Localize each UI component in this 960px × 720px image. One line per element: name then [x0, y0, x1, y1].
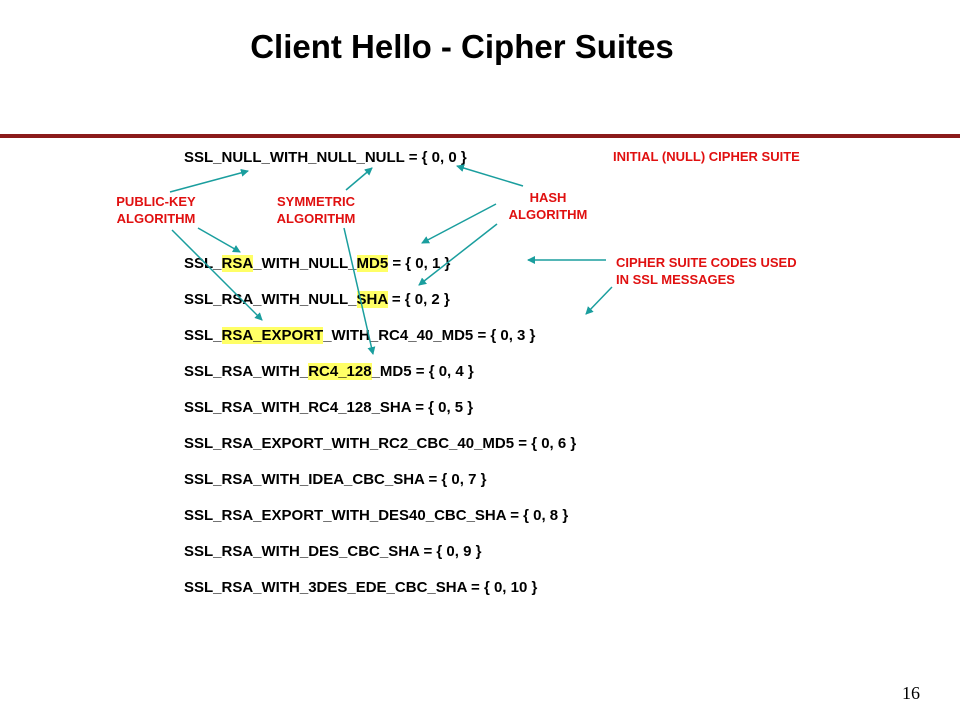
- suite-row: SSL_RSA_WITH_DES_CBC_SHA = { 0, 9 }: [184, 543, 482, 560]
- hash-label: HASH ALGORITHM: [488, 189, 608, 223]
- suite-row: SSL_RSA_WITH_RC4_128_MD5 = { 0, 4 }: [184, 363, 474, 381]
- arrow-hash-to-md5: [421, 203, 497, 244]
- arrow-symmetric-to-null: [345, 167, 373, 191]
- label-line: IN SSL MESSAGES: [616, 272, 735, 287]
- suite-name: SSL_NULL_WITH_NULL_NULL: [184, 149, 405, 166]
- suite-code: = { 0, 2 }: [387, 291, 450, 308]
- label-line: CIPHER SUITE CODES USED: [616, 255, 797, 270]
- public-key-label: PUBLIC-KEY ALGORITHM: [96, 193, 216, 227]
- suite-part: _MD5 = { 0, 4 }: [371, 363, 474, 380]
- suite-part: _WITH_RC4_40_MD5 = { 0, 3 }: [323, 327, 536, 344]
- suite-part: SSL_RSA_WITH_: [184, 363, 309, 380]
- initial-null-label: INITIAL (NULL) CIPHER SUITE: [613, 149, 800, 164]
- suite-code: = { 0, 1 }: [388, 255, 451, 272]
- label-line: ALGORITHM: [116, 211, 196, 226]
- highlight-md5: MD5: [356, 255, 389, 272]
- label-line: PUBLIC-KEY: [116, 194, 196, 209]
- suite-row: SSL_RSA_EXPORT_WITH_RC4_40_MD5 = { 0, 3 …: [184, 327, 535, 345]
- codes-label: CIPHER SUITE CODES USED IN SSL MESSAGES: [616, 254, 797, 288]
- arrow-codes-to-02: [585, 286, 613, 315]
- suite-code: = { 0, 0 }: [404, 149, 467, 166]
- suite-part: SSL_RSA_WITH_NULL_: [184, 291, 357, 308]
- suite-row: SSL_RSA_EXPORT_WITH_RC2_CBC_40_MD5 = { 0…: [184, 435, 577, 452]
- suite-part: SSL_: [184, 327, 222, 344]
- symmetric-label: SYMMETRIC ALGORITHM: [256, 193, 376, 227]
- page-number: 16: [902, 683, 920, 703]
- suite-row: SSL_RSA_WITH_3DES_EDE_CBC_SHA = { 0, 10 …: [184, 579, 538, 596]
- suite-row: SSL_RSA_WITH_NULL_SHA = { 0, 2 }: [184, 291, 450, 309]
- highlight-rsa: RSA: [221, 255, 254, 272]
- label-line: ALGORITHM: [276, 211, 356, 226]
- suite-part: SSL_: [184, 255, 222, 272]
- suite-row: SSL_RSA_WITH_RC4_128_SHA = { 0, 5 }: [184, 399, 474, 416]
- label-line: SYMMETRIC: [277, 194, 355, 209]
- highlight-rc4-128: RC4_128: [308, 363, 372, 380]
- title-divider: [0, 134, 960, 138]
- highlight-sha: SHA: [356, 291, 388, 308]
- arrow-pubkey-to-rsa: [197, 227, 241, 253]
- suite-row: SSL_RSA_EXPORT_WITH_DES40_CBC_SHA = { 0,…: [184, 507, 569, 524]
- arrow-pubkey-to-null: [169, 168, 249, 193]
- suite-part: _WITH_NULL_: [253, 255, 357, 272]
- suite-row: SSL_RSA_WITH_NULL_MD5 = { 0, 1 }: [184, 255, 450, 273]
- null-suite-row: SSL_NULL_WITH_NULL_NULL = { 0, 0 }: [184, 149, 467, 167]
- slide-title: Client Hello - Cipher Suites: [250, 28, 674, 65]
- suite-row: SSL_RSA_WITH_IDEA_CBC_SHA = { 0, 7 }: [184, 471, 487, 488]
- highlight-rsa-export: RSA_EXPORT: [221, 327, 324, 344]
- arrow-hash-to-null: [456, 164, 524, 187]
- label-line: HASH: [529, 190, 567, 205]
- label-line: ALGORITHM: [508, 207, 588, 222]
